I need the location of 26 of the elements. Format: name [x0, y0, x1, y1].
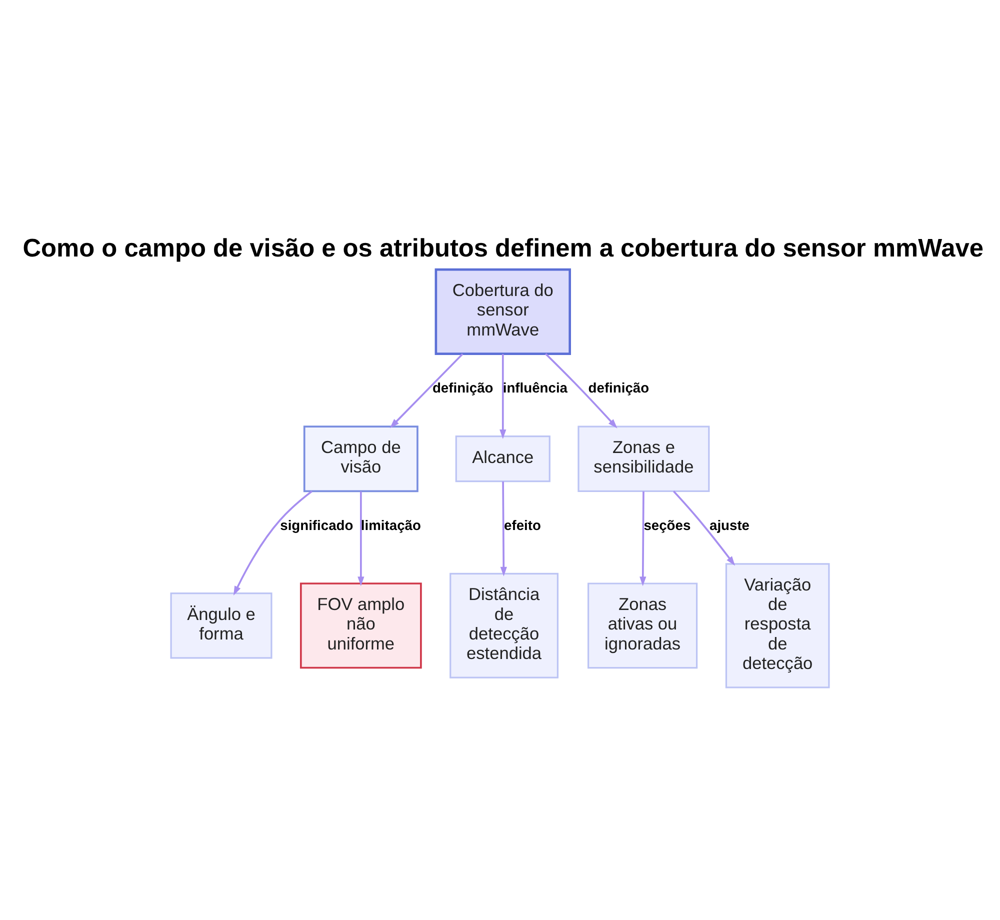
arrow — [544, 353, 618, 428]
arrow — [672, 490, 736, 566]
edge-label: significado — [280, 516, 354, 533]
arrow — [358, 491, 364, 586]
node-box: FOV amplo não uniforme — [300, 582, 422, 669]
diagram-title: Como o campo de visão e os atributos definem a cobertura do sensor mmWave — [22, 234, 984, 262]
edge-label: influência — [502, 380, 568, 396]
edge-label: efeito — [504, 516, 541, 533]
node-box: Campo de visão — [303, 426, 418, 492]
arrow — [640, 491, 646, 586]
arrow — [390, 353, 464, 428]
node-box: Zonas e sensibilidade — [578, 426, 710, 492]
node-box: Variação de resposta de detecção — [725, 563, 830, 688]
arrow — [500, 354, 506, 439]
edge-label: limitação — [360, 516, 421, 533]
edge-label: definição — [588, 380, 650, 396]
edge-label: definição — [432, 380, 494, 396]
node-box: Alcance — [455, 436, 550, 482]
edge-label: ajuste — [709, 516, 750, 533]
node-box: Zonas ativas ou ignoradas — [588, 582, 698, 669]
node-box: Cobertura do sensor mmWave — [434, 268, 571, 355]
node-box: Ängulo e forma — [170, 592, 272, 659]
arrow — [500, 482, 507, 576]
edge-label: seções — [644, 516, 691, 533]
arrow — [233, 490, 313, 596]
node-box: Distância de detecção estendida — [450, 572, 559, 678]
